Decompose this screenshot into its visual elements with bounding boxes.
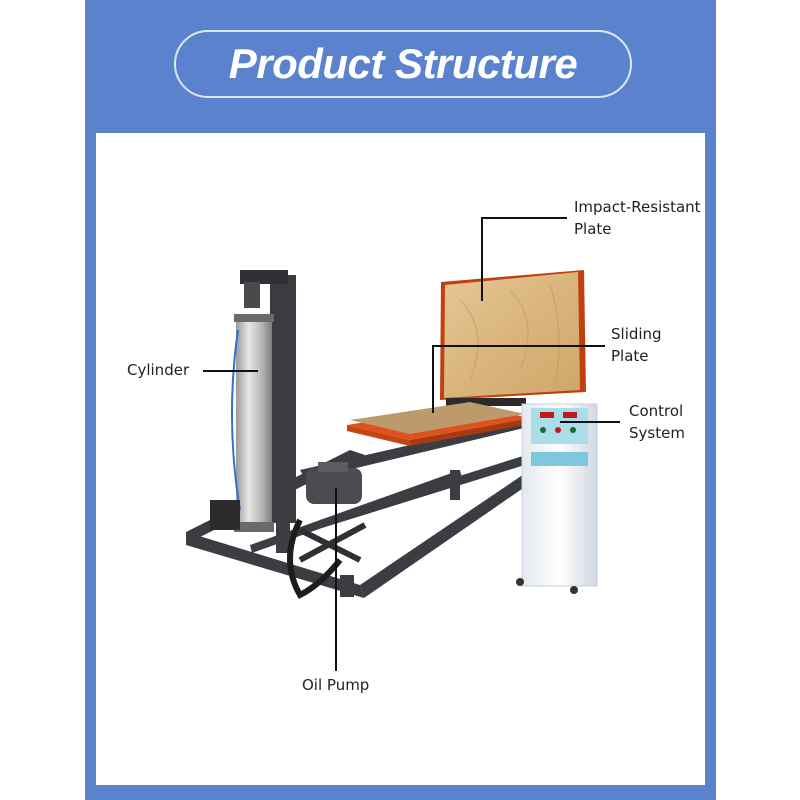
leader-sliding-h <box>432 345 605 347</box>
control-system-label: Control System <box>629 402 685 442</box>
leader-impact-v <box>481 217 483 301</box>
cylinder-label: Cylinder <box>127 361 190 379</box>
leader-oilpump <box>335 488 337 671</box>
impact-resistant-plate <box>440 270 586 406</box>
leader-sliding-v <box>432 345 434 413</box>
leader-impact-h <box>481 217 567 219</box>
control-cabinet <box>516 403 598 594</box>
leader-control <box>560 421 620 423</box>
sliding-plate <box>347 402 530 446</box>
oil-pump-label: Oil Pump <box>302 676 370 694</box>
scissor-lift <box>298 522 367 563</box>
cylinder-assembly <box>210 270 296 532</box>
sliding-plate-label: Sliding Plate <box>611 325 662 365</box>
impact-plate-label: Impact-Resistant Plate <box>574 198 701 238</box>
oil-pump-motor <box>306 462 362 504</box>
leader-cylinder <box>203 370 258 372</box>
cable-chain <box>287 518 343 599</box>
image-panel <box>96 133 705 785</box>
title-pill: Product Structure <box>174 30 632 98</box>
page-title: Product Structure <box>228 40 578 87</box>
